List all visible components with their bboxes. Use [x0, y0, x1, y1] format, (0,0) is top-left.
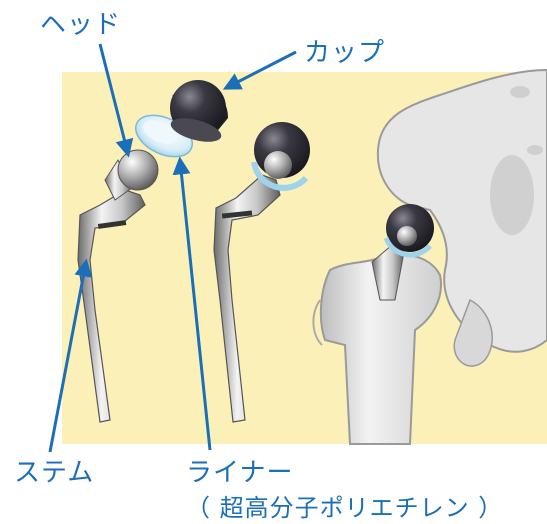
label-stem: ステム [14, 452, 94, 489]
label-head: ヘッド [40, 4, 121, 41]
label-cup: カップ [304, 32, 385, 69]
label-liner-material: （ 超高分子ポリエチレン ） [186, 488, 503, 523]
head-exploded [118, 150, 158, 190]
label-liner: ライナー [186, 452, 293, 489]
